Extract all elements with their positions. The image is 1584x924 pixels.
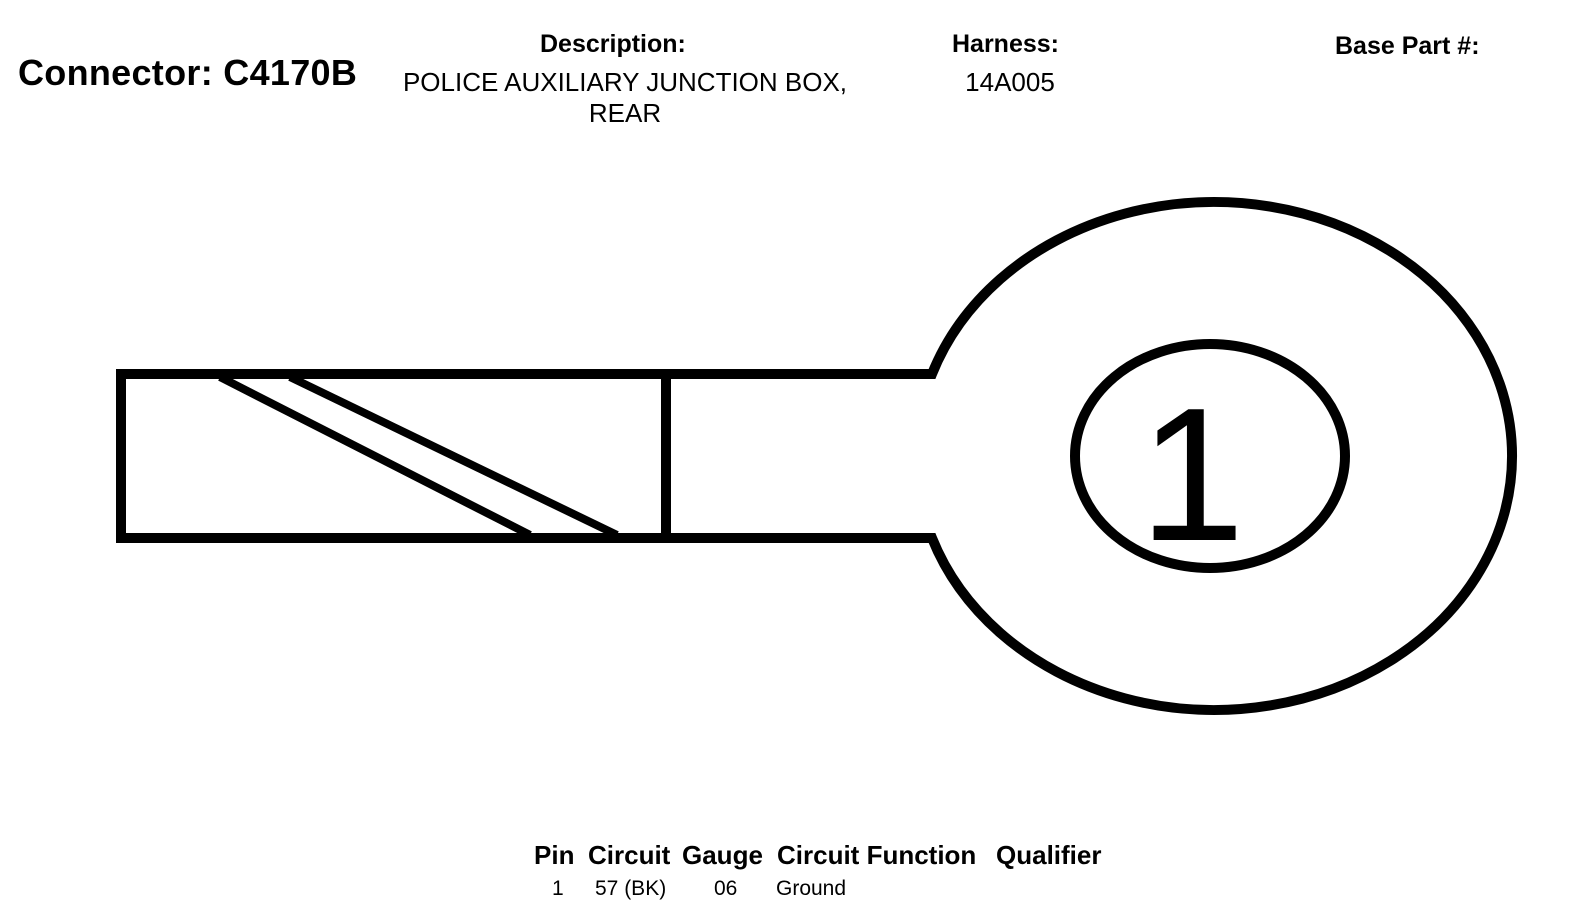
description-value: POLICE AUXILIARY JUNCTION BOX, REAR (375, 67, 875, 129)
connector-title: Connector: C4170B (18, 52, 358, 93)
row-1-function: Ground (776, 877, 847, 900)
pin-circle (1070, 339, 1350, 573)
description-label: Description: (540, 30, 686, 58)
header-pin: Pin (534, 840, 575, 870)
row-1-circuit: 57 (BK) (595, 877, 667, 900)
harness-value: 14A005 (965, 67, 1055, 97)
header-circuit-function: Circuit Function (777, 840, 977, 870)
base-part-label: Base Part #: (1335, 32, 1480, 60)
description-line-1: POLICE AUXILIARY JUNCTION BOX, (402, 67, 848, 97)
barrel-stripe (218, 373, 619, 539)
ring-terminal (116, 197, 1517, 715)
pin-number-label: 1 (1139, 369, 1245, 581)
header-gauge: Gauge (682, 840, 763, 870)
header-qualifier: Qualifier (996, 840, 1102, 870)
header-circuit: Circuit (588, 840, 671, 870)
description-line-2: REAR (588, 98, 662, 128)
harness-label: Harness: (952, 30, 1059, 58)
row-1-gauge: 06 (714, 877, 738, 900)
terminal-barrel (116, 369, 671, 543)
row-1-pin: 1 (552, 877, 564, 900)
